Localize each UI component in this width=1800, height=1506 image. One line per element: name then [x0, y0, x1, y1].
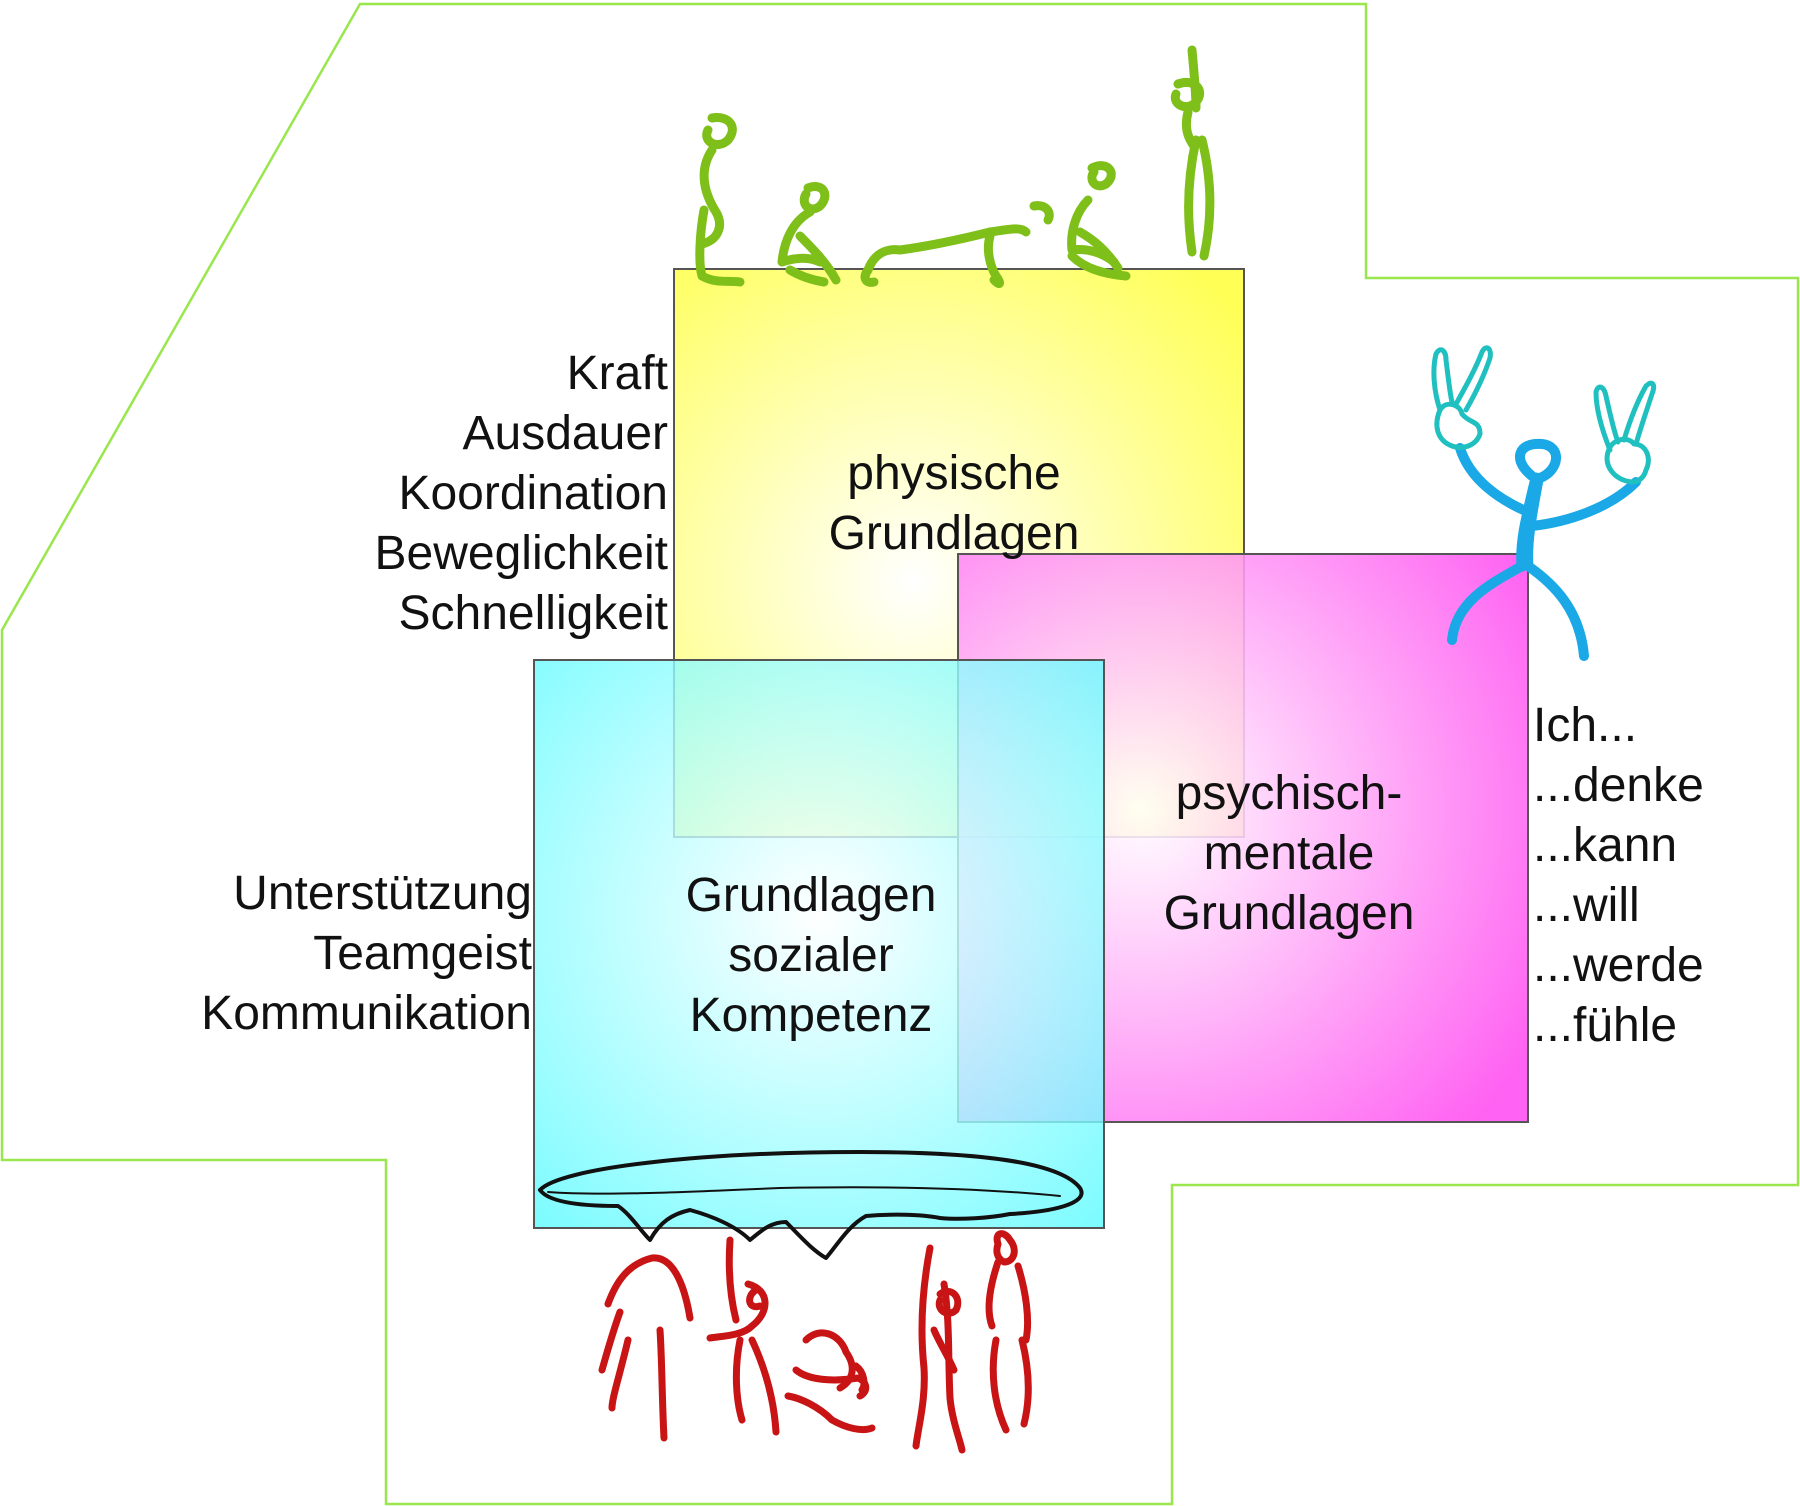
social-box — [533, 659, 1105, 1229]
physical-title-line: physische — [847, 447, 1061, 500]
physical-title: physische Grundlagen — [784, 444, 1124, 564]
physical-attribute: Beweglichkeit — [374, 527, 668, 580]
mental-attribute: ...will — [1533, 879, 1640, 932]
social-attribute: Unterstützung — [233, 867, 532, 920]
mental-title-line: Grundlagen — [1163, 887, 1415, 940]
physical-attribute: Schnelligkeit — [398, 587, 668, 640]
mental-attribute: ...denke — [1533, 759, 1704, 812]
mental-attribute: ...fühle — [1533, 999, 1678, 1052]
victory-stick-figure-icon — [1431, 345, 1657, 661]
mental-title: psychisch- mentale Grundlagen — [1122, 764, 1456, 944]
social-title: Grundlagen sozialer Kompetenz — [654, 866, 968, 1046]
social-attributes-list: Unterstützung Teamgeist Kommunikation — [100, 864, 532, 1044]
mental-attribute: ...kann — [1533, 819, 1678, 872]
physical-attribute: Kraft — [566, 347, 668, 400]
physical-attribute: Ausdauer — [462, 407, 668, 460]
physical-attribute: Koordination — [398, 467, 668, 520]
mental-attributes-list: Ich... ...denke ...kann ...will ...werde… — [1533, 696, 1793, 1056]
mental-attribute: ...werde — [1533, 939, 1704, 992]
social-attribute: Kommunikation — [201, 987, 532, 1040]
mental-title-line: psychisch- — [1175, 767, 1403, 820]
physical-attributes-list: Kraft Ausdauer Koordination Beweglichkei… — [300, 344, 668, 644]
social-title-line: Kompetenz — [689, 989, 933, 1042]
mental-title-line: mentale — [1203, 827, 1375, 880]
physical-title-line: Grundlagen — [828, 507, 1080, 560]
group-lifting-figures-icon — [538, 1150, 1084, 1454]
mental-attribute: Ich... — [1533, 699, 1638, 752]
social-title-line: sozialer — [728, 929, 894, 982]
social-attribute: Teamgeist — [313, 927, 532, 980]
social-title-line: Grundlagen — [685, 869, 937, 922]
yoga-figures-icon — [695, 45, 1215, 288]
